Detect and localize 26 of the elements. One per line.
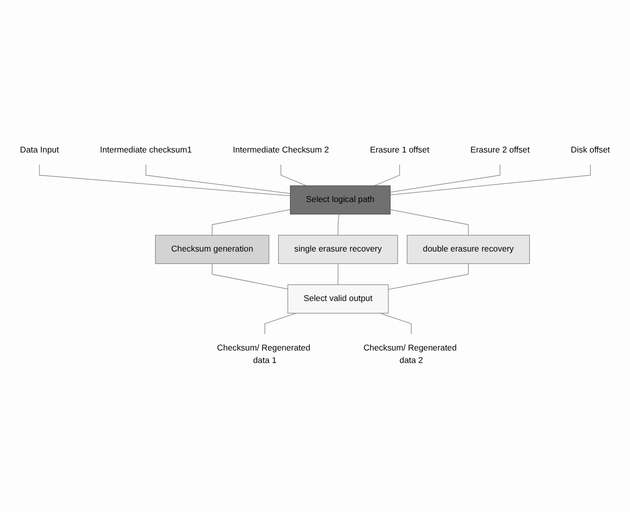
node-text: Checksum/ Regenerated data 1 [217,344,310,366]
node-text: Data Input [20,146,59,155]
node-box: Checksum generation [155,235,270,264]
connector [388,264,469,290]
node-box: Select valid output [288,284,389,314]
connector [264,313,296,335]
node-text: Erasure 2 offset [470,146,530,155]
connector [212,210,291,236]
connector [338,214,340,236]
connector [212,264,288,290]
connector [390,164,500,193]
node-text: Intermediate checksum1 [100,146,192,155]
connector [374,164,400,186]
connector [280,164,306,186]
connector [390,164,591,196]
node-box: Select logical path [290,186,391,215]
node-text: Disk offset [570,146,610,155]
connector [39,164,291,196]
node-box: single erasure recovery [278,235,398,264]
connector [380,313,412,335]
connector [390,210,469,236]
connector [146,164,291,194]
node-text: Intermediate Checksum 2 [232,146,329,155]
node-text: Checksum/ Regenerated data 2 [363,344,457,366]
node-box: double erasure recovery [406,235,530,264]
node-text: Erasure 1 offset [370,146,430,155]
